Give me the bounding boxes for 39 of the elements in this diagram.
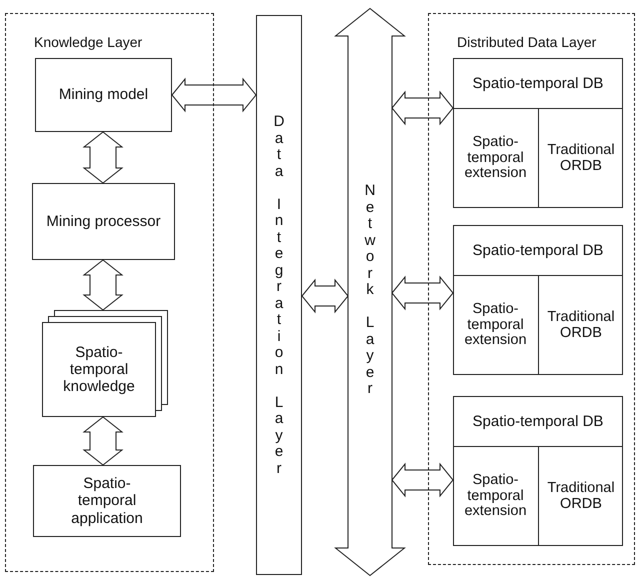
double-arrow: [391, 276, 454, 310]
box-label: Spatio-temporal knowledge: [62, 342, 136, 398]
layer-title: Distributed Data Layer: [457, 34, 596, 50]
vertical-layer-label: Data Integration Layer: [272, 114, 294, 477]
process-box: [32, 183, 175, 260]
box-label: Traditional ORDB: [546, 480, 616, 512]
process-box: [33, 465, 181, 537]
vertical-layer-label: Network Layer: [364, 183, 385, 398]
database-box: [453, 58, 623, 208]
double-arrow: [82, 259, 124, 311]
database-cell: [538, 108, 623, 208]
layer-title: Knowledge Layer: [34, 34, 142, 50]
database-title: Spatio-temporal DB: [472, 412, 604, 432]
layer-double-arrow: [335, 8, 405, 576]
box-label: Traditional ORDB: [546, 142, 616, 174]
box-label: Traditional ORDB: [546, 310, 616, 342]
double-arrow: [391, 90, 454, 126]
database-title: Spatio-temporal DB: [472, 74, 604, 94]
box-label: Spatio-temporal extension: [463, 134, 528, 182]
box-label: Spatio-temporal extension: [463, 302, 528, 350]
box-label: Mining processor: [46, 212, 161, 230]
box-label: Mining model: [58, 86, 148, 104]
box-label: Spatio-temporal application: [70, 475, 144, 527]
double-arrow: [391, 462, 454, 498]
stacked-document-box: [42, 310, 168, 417]
layer-bar: [256, 15, 302, 575]
database-box: [453, 396, 623, 546]
database-box: [453, 225, 623, 375]
double-arrow: [82, 131, 124, 184]
layer-panel: [5, 13, 214, 572]
database-cell: [538, 446, 623, 546]
double-arrow: [82, 416, 124, 466]
process-box: [35, 58, 172, 132]
database-title: Spatio-temporal DB: [472, 241, 604, 261]
database-cell: [538, 275, 623, 375]
double-arrow: [301, 278, 349, 314]
box-label: Spatio-temporal extension: [463, 472, 528, 520]
double-arrow: [171, 78, 257, 112]
layer-panel: [428, 13, 635, 565]
